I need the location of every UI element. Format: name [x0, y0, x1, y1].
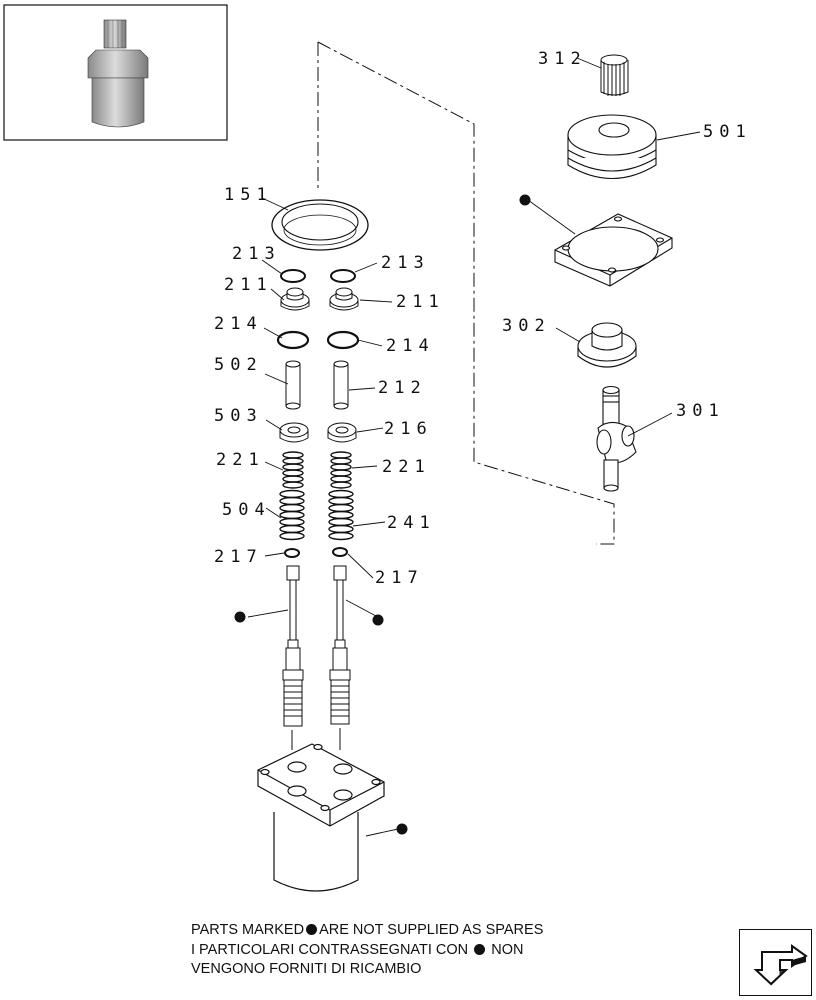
marker-dot-icon [306, 924, 318, 935]
callout-211-right: 211 [396, 292, 445, 312]
universal-joint-301[interactable] [596, 385, 637, 492]
o-ring-213-left[interactable] [280, 269, 306, 283]
spring-221-right[interactable] [330, 451, 352, 489]
bushing-211-left[interactable] [280, 287, 310, 311]
callout-217-left: 217 [214, 547, 263, 567]
note-line3: VENGONO FORNITI DI RICAMBIO [191, 961, 422, 977]
pin-502[interactable] [285, 360, 301, 410]
callout-504: 504 [222, 500, 271, 520]
callout-212: 212 [378, 378, 427, 398]
callout-241: 241 [387, 513, 436, 533]
washer-503[interactable] [279, 422, 309, 443]
callout-216: 216 [384, 419, 433, 439]
note-line2-start: I PARTICOLARI CONTRASSEGNATI CON [191, 942, 469, 958]
callout-221-right: 221 [382, 457, 431, 477]
spares-note-english: PARTS MARKED ARE NOT SUPPLIED AS SPARES [191, 921, 543, 940]
o-ring-214-left[interactable] [276, 330, 310, 350]
marker-dot-icon [396, 823, 408, 835]
ring-217-left[interactable] [284, 548, 300, 558]
o-ring-214-right[interactable] [326, 330, 360, 350]
callout-301: 301 [676, 401, 725, 421]
spring-241[interactable] [328, 489, 354, 541]
ring-217-right[interactable] [332, 547, 348, 557]
pin-212[interactable] [333, 360, 349, 410]
callout-502: 502 [214, 355, 263, 375]
assembly-boundary-line [317, 41, 615, 545]
callout-214-right: 214 [386, 336, 435, 356]
callout-503: 503 [214, 406, 263, 426]
back-arrow-icon [753, 944, 808, 986]
callout-151: 151 [224, 185, 273, 205]
assembly-thumbnail[interactable] [3, 4, 228, 141]
note-line1-end: ARE NOT SUPPLIED AS SPARES [319, 922, 544, 938]
leader-lines [247, 57, 701, 837]
pinion-312[interactable] [600, 54, 629, 96]
seal-ring-151[interactable] [271, 199, 369, 251]
callout-302: 302 [502, 316, 551, 336]
flange-plate[interactable] [554, 213, 673, 287]
callout-501: 501 [703, 122, 752, 142]
spring-221-left[interactable] [282, 451, 304, 489]
spares-note-italian-1: I PARTICOLARI CONTRASSEGNATI CON NON [191, 941, 523, 960]
marker-dot-icon [474, 944, 486, 955]
note-line1-start: PARTS MARKED [191, 922, 305, 938]
callout-211-left: 211 [224, 275, 273, 295]
callout-213-left: 213 [232, 244, 281, 264]
spring-504[interactable] [279, 489, 305, 541]
o-ring-213-right[interactable] [330, 269, 356, 283]
callout-214-left: 214 [214, 314, 263, 334]
spool-rod-right[interactable] [329, 565, 351, 725]
note-line2-end: NON [491, 942, 524, 958]
callout-213-right: 213 [381, 253, 430, 273]
plate-501[interactable] [567, 114, 657, 180]
spool-rod-left[interactable] [282, 565, 304, 727]
spares-note-italian-2: VENGONO FORNITI DI RICAMBIO [191, 960, 421, 979]
back-navigation-button[interactable] [739, 929, 812, 996]
cap-302[interactable] [577, 322, 637, 368]
callout-217-right: 217 [375, 568, 424, 588]
marker-dot-icon [372, 614, 384, 626]
bushing-211-right[interactable] [329, 287, 359, 311]
marker-dot-icon [234, 611, 246, 623]
callout-312: 312 [538, 49, 587, 69]
valve-body[interactable] [257, 743, 385, 892]
washer-216[interactable] [327, 422, 357, 443]
callout-221-left: 221 [216, 450, 265, 470]
marker-dot-icon [519, 194, 531, 206]
